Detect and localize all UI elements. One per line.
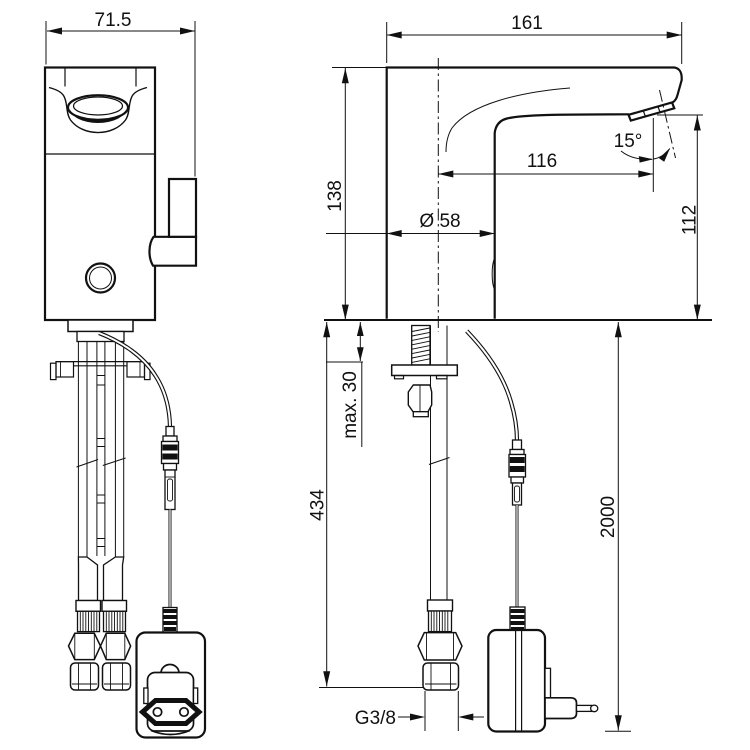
dimension-label-base-diameter: Ø 58 bbox=[419, 211, 460, 232]
braid-hatch-right bbox=[105, 611, 124, 632]
coupling-nut-side bbox=[422, 662, 460, 691]
dimension-thread-size: G3/8 bbox=[355, 691, 484, 731]
connector-ferrule bbox=[511, 439, 523, 451]
connector-slot bbox=[167, 478, 173, 502]
dimension-spout-reach: 116 bbox=[438, 118, 654, 192]
coupling-nut-left bbox=[69, 662, 100, 691]
connector-step bbox=[509, 448, 525, 456]
plug-pin-tip bbox=[589, 704, 599, 713]
hose-collar-left bbox=[75, 599, 102, 613]
aerator-side bbox=[627, 101, 676, 122]
plug-pin bbox=[575, 704, 593, 713]
installation-side bbox=[390, 324, 463, 691]
dimension-depth: 161 bbox=[386, 13, 683, 64]
dimension-label-max-thickness: max. 30 bbox=[340, 371, 361, 439]
bracket-wing-left bbox=[55, 361, 75, 378]
dimension-front-width: 71.5 bbox=[45, 10, 196, 177]
dimension-base-diameter: Ø 58 bbox=[326, 211, 495, 237]
inner-shadow-line bbox=[445, 87, 571, 153]
plug-barrel bbox=[544, 696, 578, 720]
coupling-nut-right bbox=[101, 662, 132, 691]
braid-hatch-left bbox=[79, 611, 98, 632]
sensor-window bbox=[84, 262, 117, 294]
plug-tab-left bbox=[143, 687, 149, 705]
bracket-ear-left bbox=[49, 362, 57, 381]
power-adapter-side bbox=[487, 628, 547, 733]
threaded-shank bbox=[411, 324, 431, 366]
dimension-label-outlet-height: 112 bbox=[680, 205, 701, 235]
front-view: 71.5 bbox=[43, 10, 207, 739]
hex-nut-left bbox=[67, 632, 102, 661]
dimension-label-front-width: 71.5 bbox=[95, 10, 132, 31]
dimension-body-height: 138 bbox=[325, 67, 386, 320]
power-cable-front bbox=[98, 331, 207, 739]
dimension-label-outlet-angle: 15° bbox=[614, 131, 643, 152]
plug-pin-hole-left bbox=[152, 706, 163, 718]
dimension-max-mounting-thickness: max. 30 bbox=[326, 322, 364, 447]
base-flange bbox=[67, 319, 134, 333]
dimension-outlet-angle: 15° bbox=[614, 89, 676, 163]
hose-right bbox=[102, 556, 125, 602]
side-view: 161 138 116 bbox=[308, 13, 712, 733]
connector-slot bbox=[514, 485, 520, 503]
break-mark bbox=[76, 459, 99, 468]
plug-face-bottom-arc bbox=[150, 729, 191, 736]
hose-left bbox=[77, 556, 99, 602]
side-spout-upper bbox=[167, 177, 198, 238]
mounting-nut-cap bbox=[412, 411, 429, 418]
mounting-bracket bbox=[49, 361, 151, 381]
hex-fitting-side bbox=[417, 631, 463, 661]
flex-hoses bbox=[67, 556, 132, 691]
power-cable-side bbox=[465, 329, 599, 733]
aerator-inner-ring bbox=[72, 96, 124, 116]
plug-bump bbox=[160, 663, 180, 674]
connector-plug bbox=[164, 469, 176, 511]
plug-hex-band bbox=[138, 698, 203, 726]
dimension-hose-length: 434 bbox=[308, 322, 424, 688]
connector-shoulder bbox=[162, 462, 178, 471]
connector-step bbox=[162, 435, 178, 443]
mounting-washer bbox=[390, 364, 459, 377]
plug-tab-right bbox=[192, 687, 199, 705]
sensor-window-inner bbox=[89, 266, 112, 290]
hose-collar-side bbox=[426, 599, 454, 612]
aerator-dark-opening bbox=[70, 108, 126, 123]
arrowhead-left bbox=[47, 27, 62, 35]
pedestal-highlight bbox=[491, 257, 496, 291]
dimension-label-thread-size: G3/8 bbox=[355, 708, 396, 729]
side-spout-lower bbox=[148, 235, 198, 267]
spout-underside-side bbox=[493, 113, 630, 319]
dimension-cable-length: 2000 bbox=[598, 322, 631, 732]
hex-nut-right bbox=[99, 632, 132, 661]
plug-pin-hole-right bbox=[178, 706, 190, 718]
faucet-body-front bbox=[43, 66, 198, 343]
break-mark bbox=[102, 457, 126, 466]
bracket-wing-right bbox=[126, 361, 146, 378]
connector-shoulder bbox=[510, 476, 525, 484]
break-mark bbox=[428, 457, 450, 465]
washer-tab bbox=[435, 374, 448, 380]
dimension-label-body-height: 138 bbox=[325, 180, 346, 212]
dimension-label-spout-reach: 116 bbox=[527, 151, 557, 172]
body-outline bbox=[43, 66, 157, 322]
dimension-label-cable-length: 2000 bbox=[598, 496, 619, 538]
arrowhead-right bbox=[180, 27, 195, 35]
plug-step bbox=[544, 667, 552, 699]
faucet-body-side bbox=[385, 58, 683, 332]
connector-ferrule bbox=[165, 425, 175, 437]
spout-underside-curve bbox=[48, 86, 148, 134]
body-outline-side bbox=[385, 66, 683, 319]
hose-collar-right bbox=[101, 599, 128, 613]
installation-front bbox=[49, 331, 207, 739]
supply-tubes bbox=[76, 341, 126, 557]
washer-tab bbox=[393, 374, 405, 380]
dimension-label-depth: 161 bbox=[511, 13, 543, 34]
dimension-label-hose-length: 434 bbox=[308, 489, 329, 521]
dimension-outlet-height: 112 bbox=[657, 114, 703, 320]
braid-hatch-side bbox=[430, 611, 449, 632]
